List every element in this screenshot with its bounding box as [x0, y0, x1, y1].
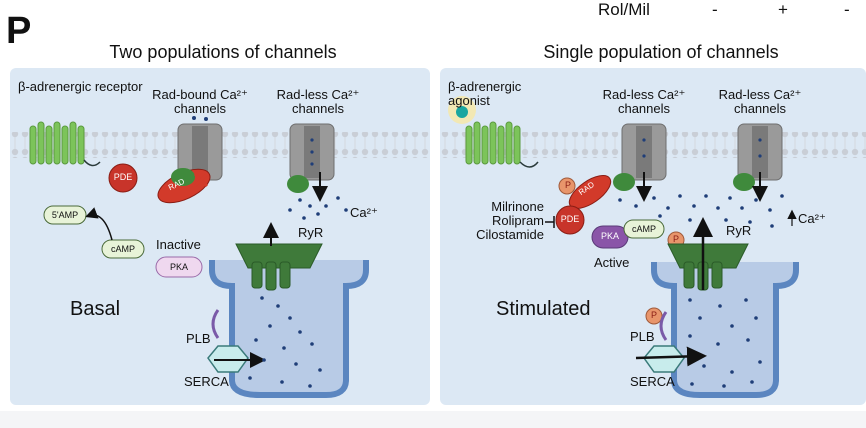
right-serca-arrow [635, 346, 707, 367]
right-panel-title: Single population of channels [543, 42, 779, 62]
right-agonist-icon [456, 106, 468, 118]
right-rad-phospho-icon [558, 177, 576, 195]
left-blocked-x-icon [193, 172, 209, 188]
treatment-value-2: + [778, 0, 788, 19]
left-beta-subunit-icon [171, 168, 195, 186]
left-camp-to-amp-arrow [85, 207, 113, 241]
right-ryr-icon [667, 243, 749, 291]
right-pde-text: PDE [560, 214, 580, 224]
left-radless-channel-icon [289, 123, 335, 181]
left-pka-icon [155, 256, 203, 278]
right-plb-phospho-text: P [650, 310, 657, 320]
right-agonist-label: β-adrenergic agonist [448, 79, 522, 108]
left-panel-title: Two populations of channels [109, 42, 337, 62]
right-sr-tube [651, 262, 799, 398]
left-camp-text: cAMP [110, 244, 135, 254]
right-inhibitor-2: Rolipram [491, 213, 544, 228]
left-plb-icon [211, 309, 220, 339]
left-pde-icon [108, 163, 138, 193]
right-state-label: Stimulated [496, 298, 591, 320]
left-inactive-label: Inactive [156, 237, 201, 252]
left-receptor-label: β-adrenergic receptor [18, 79, 143, 94]
right-channel-2-beta-subunit-icon [733, 173, 755, 191]
panel-letter: P [6, 10, 32, 52]
treatment-value-3: - [844, 0, 850, 19]
right-channel-1-icon [621, 123, 667, 181]
left-receptor-icon [29, 121, 85, 165]
right-rad-phospho-text: P [564, 180, 571, 190]
left-plb-label: PLB [186, 331, 211, 346]
left-radless-beta-subunit-icon [287, 175, 309, 193]
right-receptor-tail [519, 161, 539, 168]
right-camp-icon [623, 219, 665, 239]
right-ryr-label: RyR [726, 223, 752, 238]
right-pka-phospho-text: P [672, 234, 679, 244]
right-pde-icon [555, 205, 585, 235]
left-rad-less-label: Rad-less Ca²⁺ channels [276, 87, 360, 116]
right-ca-label: Ca²⁺ [798, 211, 826, 226]
right-receptor-icon [465, 121, 521, 165]
left-ryr-icon [235, 243, 323, 291]
right-camp-text: cAMP [631, 224, 656, 234]
left-5amp-text: 5'AMP [51, 210, 79, 220]
left-rad-bound-channel-icon [177, 116, 223, 181]
left-ca-label: Ca²⁺ [350, 205, 378, 220]
right-rad-less-2-label: Rad-less Ca²⁺ channels [718, 87, 802, 116]
right-inhibitor-1: Milrinone [491, 199, 544, 214]
right-plb-icon [659, 311, 668, 341]
right-plb-label: PLB [630, 329, 655, 344]
left-pka-text: PKA [169, 262, 188, 272]
right-calcium-dots [618, 194, 784, 388]
left-calcium-dots [248, 196, 348, 388]
footer-band [0, 411, 866, 428]
right-rad-less-1-label: Rad-less Ca²⁺ channels [602, 87, 686, 116]
left-rad-bound-label: Rad-bound Ca²⁺ channels [152, 87, 248, 116]
right-pka-text: PKA [600, 231, 619, 241]
treatment-value-1: - [712, 0, 718, 19]
left-camp-icon [101, 239, 145, 259]
treatment-label: Rol/Mil [598, 0, 650, 19]
left-serca-label: SERCA [184, 374, 229, 389]
left-ryr-label: RyR [298, 225, 324, 240]
left-receptor-tail [83, 159, 101, 167]
right-serca-label: SERCA [630, 374, 675, 389]
right-inhibitor-3: Cilostamide [476, 227, 544, 242]
left-state-label: Basal [70, 298, 121, 320]
right-active-label: Active [594, 255, 630, 270]
right-channel-2-icon [737, 123, 783, 181]
left-pde-text: PDE [113, 172, 133, 182]
right-channel-1-beta-subunit-icon [613, 173, 635, 191]
